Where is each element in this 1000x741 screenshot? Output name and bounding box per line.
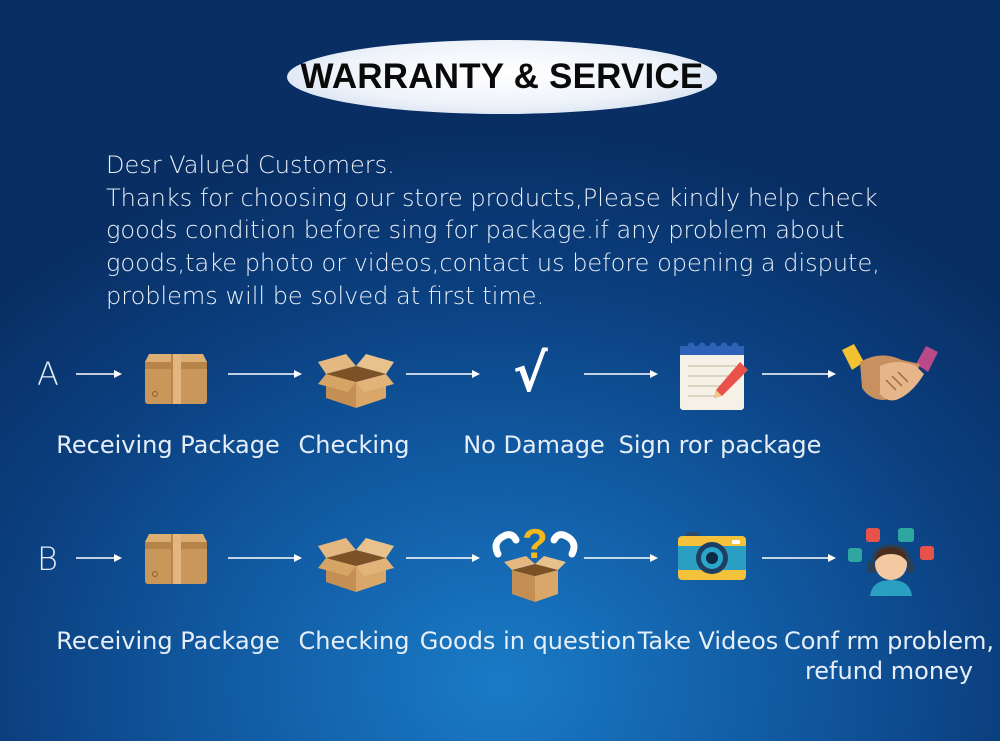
question-box-icon: ? xyxy=(492,520,578,602)
step-label: refund money xyxy=(804,657,974,685)
step-label: Sign ror package xyxy=(618,431,822,459)
arrow-icon xyxy=(228,554,302,562)
intro-line: goods condition before sing for package.… xyxy=(106,216,845,245)
open-box-icon xyxy=(318,354,394,408)
intro-line: goods,take photo or videos,contact us be… xyxy=(106,249,880,278)
arrow-icon xyxy=(76,554,122,562)
arrow-icon xyxy=(584,554,658,562)
intro-line: Desr Valued Customers. xyxy=(106,151,395,179)
handshake-icon xyxy=(842,344,938,401)
intro-line: problems will be solved at first time. xyxy=(106,281,545,310)
package-icon xyxy=(145,534,207,584)
step-label: Receiving Package xyxy=(56,627,280,655)
step-label: Conf rm problem, xyxy=(783,627,995,655)
arrow-icon xyxy=(406,370,480,378)
package-icon xyxy=(145,354,207,404)
intro-text: Desr Valued Customers. Thanks for choosi… xyxy=(106,149,966,313)
arrow-icon xyxy=(762,554,836,562)
flow-b-letter: B xyxy=(37,540,58,578)
step-label: No Damage xyxy=(463,431,605,459)
arrow-icon xyxy=(406,554,480,562)
arrow-icon xyxy=(584,370,658,378)
arrow-icon xyxy=(76,370,122,378)
arrow-icon xyxy=(228,370,302,378)
intro-line: Thanks for choosing our store products,P… xyxy=(106,183,878,212)
flow-a-letter: A xyxy=(37,355,59,393)
notepad-pencil-icon xyxy=(680,342,748,410)
checkmark-icon: √ xyxy=(513,344,548,404)
page-title: WARRANTY & SERVICE xyxy=(300,57,704,96)
step-label: Goods in question xyxy=(419,627,637,655)
camera-icon xyxy=(678,532,746,580)
title-banner: WARRANTY & SERVICE xyxy=(287,40,717,114)
step-label: Receiving Package xyxy=(56,431,280,459)
step-label: Checking xyxy=(298,627,410,655)
open-box-icon xyxy=(318,538,394,592)
customer-service-icon xyxy=(848,528,934,596)
arrow-icon xyxy=(762,370,836,378)
step-label: Take Videos xyxy=(637,627,779,655)
step-label: Checking xyxy=(298,431,410,459)
